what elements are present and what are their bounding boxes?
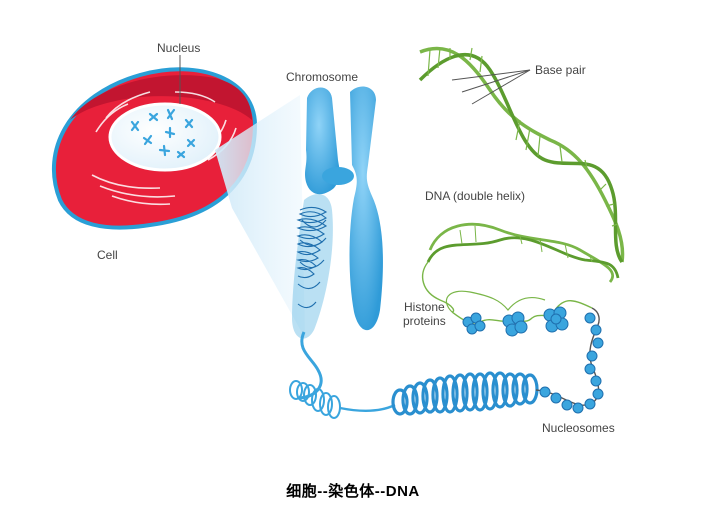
- chromosome-label: Chromosome: [286, 70, 359, 84]
- cell: [51, 55, 258, 230]
- nucleosomes-label: Nucleosomes: [542, 421, 615, 435]
- nucleus-chromosomes: [130, 108, 196, 159]
- nucleus-label: Nucleus: [157, 41, 201, 55]
- histone-label: Histone: [404, 300, 445, 314]
- coiled-chromatin: [289, 307, 604, 419]
- zoom-beam: [215, 95, 305, 338]
- figure-caption: 细胞--染色体--DNA: [286, 483, 420, 500]
- histone-proteins: [446, 290, 593, 337]
- dna-double-helix: [418, 46, 625, 313]
- dna-double-helix-label: DNA (double helix): [425, 189, 526, 203]
- nucleus: [108, 102, 222, 172]
- base-pair-label: Base pair: [535, 63, 586, 77]
- chromatin-coil: [296, 206, 328, 309]
- proteins-label: proteins: [403, 314, 446, 328]
- cell-label: Cell: [97, 248, 118, 262]
- chromosome: [292, 86, 383, 400]
